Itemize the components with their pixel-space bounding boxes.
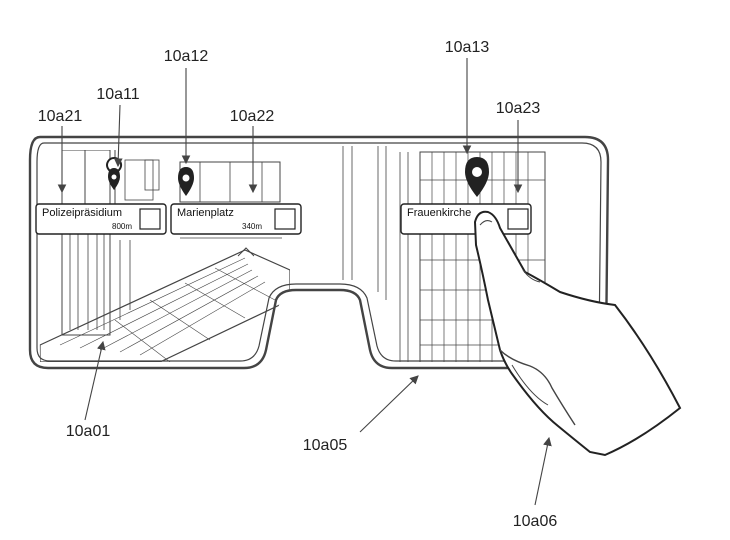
info-card-polizeiprasidium[interactable]: Polizeipräsidium 800m [35, 203, 167, 235]
card-title: Frauenkirche [407, 207, 471, 219]
map-pin-icon[interactable] [178, 167, 194, 196]
hand-icon [473, 210, 682, 457]
info-card-frauenkirche[interactable]: Frauenkirche [400, 203, 532, 235]
ref-label-card3: 10a23 [496, 100, 541, 117]
reference-labels: 10a11 10a12 10a13 10a21 10a22 10a23 10a0… [38, 39, 558, 530]
building-left [61, 150, 160, 336]
ref-label-pin2: 10a12 [164, 48, 209, 65]
map-pin-icon[interactable] [465, 157, 489, 197]
street-plaza [39, 247, 290, 362]
ref-label-frame: 10a05 [303, 437, 348, 454]
checkbox-icon[interactable] [507, 208, 529, 230]
info-card-marienplatz[interactable]: Marienplatz 340m [170, 203, 302, 235]
card-distance: 340m [242, 222, 262, 231]
ref-label-hand: 10a06 [513, 513, 558, 530]
ref-label-card1: 10a21 [38, 108, 83, 125]
ref-label-card2: 10a22 [230, 108, 275, 125]
ref-label-pin3: 10a13 [445, 39, 490, 56]
card-distance: 800m [112, 222, 132, 231]
checkbox-icon[interactable] [139, 208, 161, 230]
card-title: Marienplatz [177, 207, 234, 219]
checkbox-icon[interactable] [274, 208, 296, 230]
bridge-scene [342, 146, 387, 300]
card-title: Polizeipräsidium [42, 207, 122, 219]
ref-label-lens: 10a01 [66, 423, 111, 440]
ref-label-pin1: 10a11 [96, 86, 139, 103]
reference-arrows [57, 58, 552, 506]
map-pin-icon[interactable] [106, 157, 123, 190]
